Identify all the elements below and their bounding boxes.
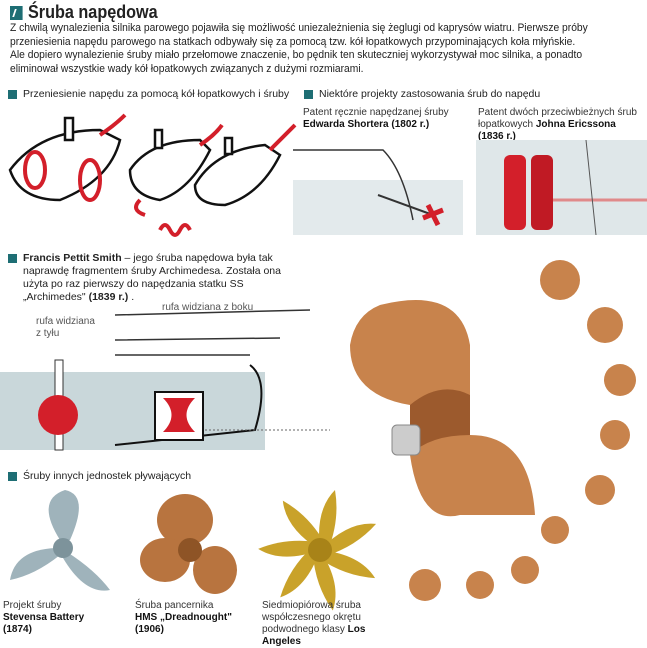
section-smith: Francis Pettit Smith – jego śruba napędo…: [8, 252, 308, 304]
los-angeles-propeller-icon: [258, 490, 377, 611]
bullet-icon: [8, 472, 17, 481]
paddle-boats-illustration: [8, 113, 297, 237]
bullet-icon: [8, 254, 17, 263]
stern-side-label: rufa widziana z boku: [162, 302, 254, 313]
section-paddle: Przeniesienie napędu za pomocą kół łopat…: [8, 88, 289, 101]
patent-shorter-caption: Patent ręcznie napędzanej śruby Edwarda …: [303, 107, 449, 130]
bullet-icon: [8, 90, 17, 99]
intro-text: Z chwilą wynalezienia silnika parowego p…: [10, 22, 588, 75]
ericsson-illustration: [476, 139, 647, 236]
page-title: Śruba napędowa: [10, 2, 158, 23]
archimedes-screw-illustration: [350, 300, 535, 517]
dreadnought-propeller-icon: [140, 494, 237, 594]
shorter-illustration: [293, 149, 463, 235]
patent-ericsson-caption: Patent dwóch przeciwbieżnych śrub łopatk…: [478, 107, 637, 142]
section-projects: Niektóre projekty zastosowania śrub do n…: [304, 88, 540, 101]
section-others: Śruby innych jednostek pływających: [8, 470, 191, 483]
logo-icon: [10, 5, 23, 20]
stern-illustration: [0, 309, 330, 451]
stevens-propeller-icon: [10, 490, 110, 591]
los-angeles-caption: Siedmiopiórowa śruba współczesnego okręt…: [262, 600, 366, 647]
bullet-icon: [304, 90, 313, 99]
screw-rotation-sequence: [409, 260, 636, 601]
stern-rear-label: rufa widziana z tyłu: [36, 316, 95, 339]
